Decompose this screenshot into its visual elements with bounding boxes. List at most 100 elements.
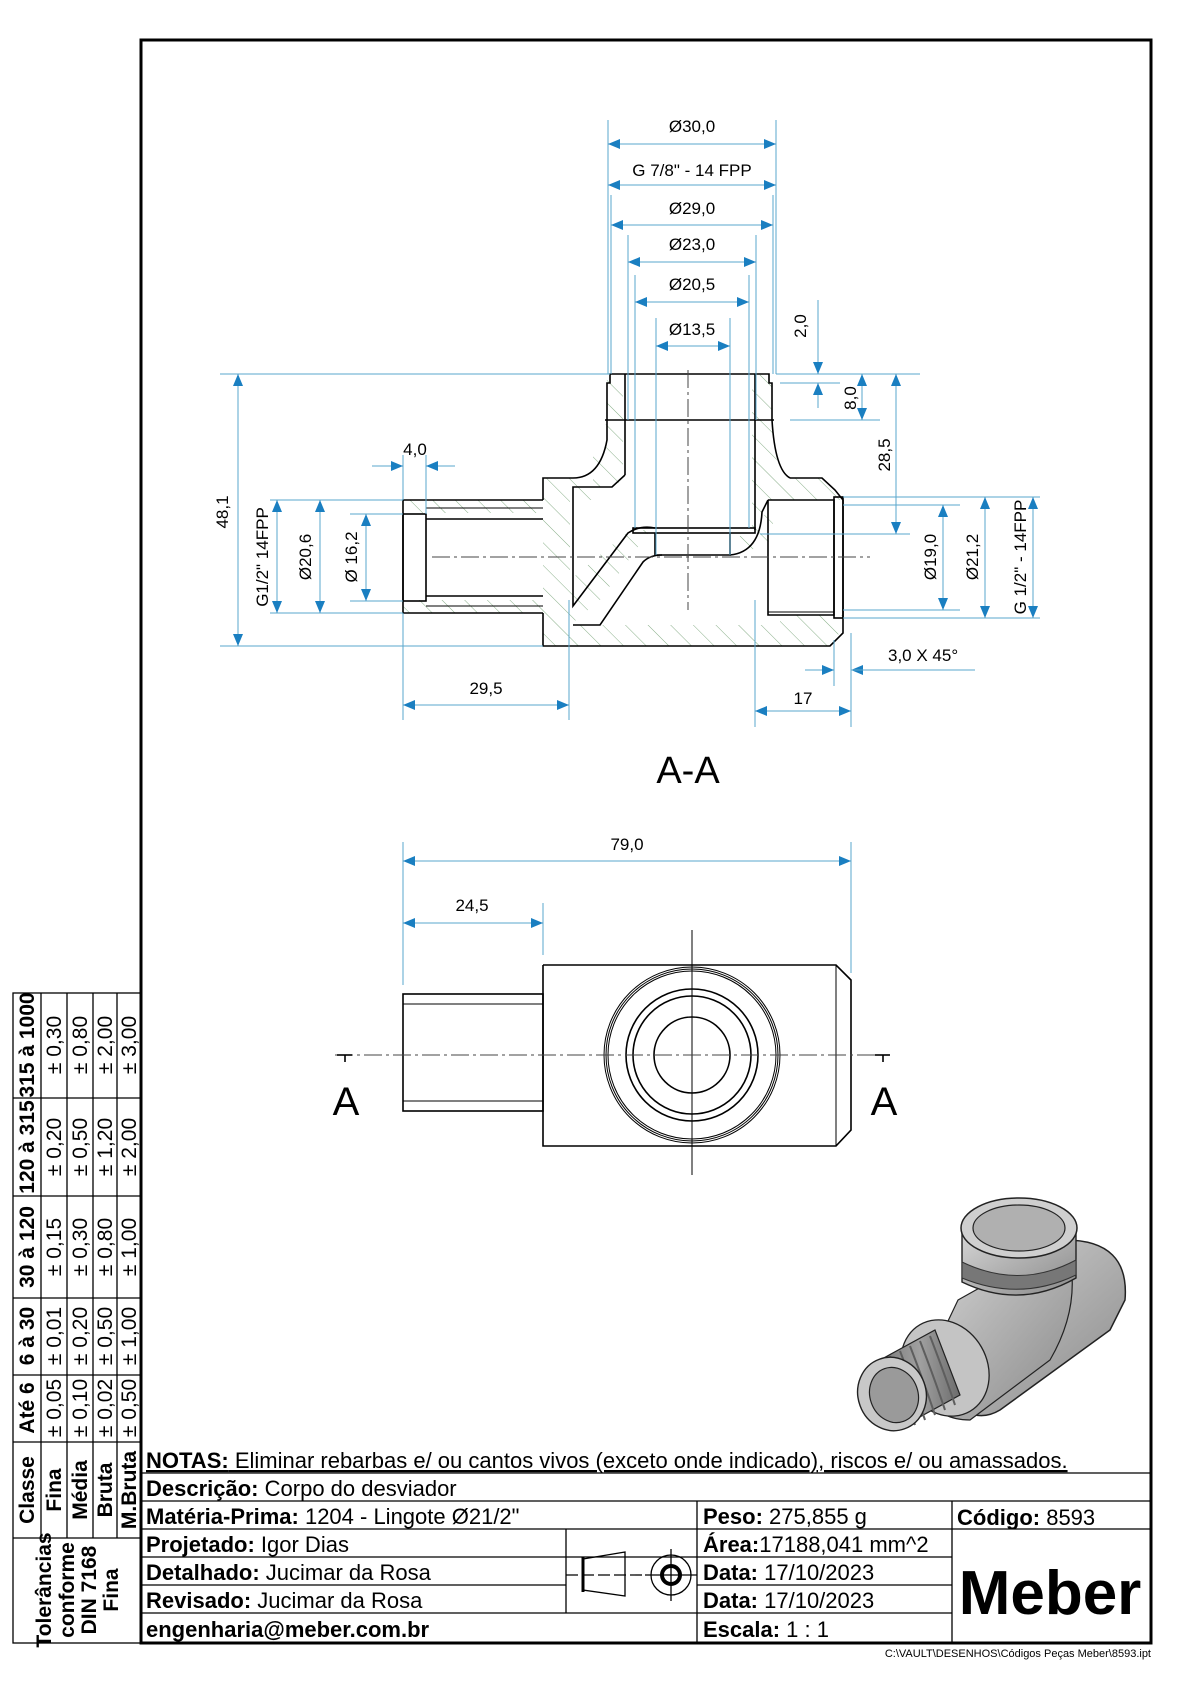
tolerance-note-line: DIN 7168 (78, 1545, 101, 1634)
area-value: 17188,041 mm^2 (759, 1532, 928, 1557)
class-header: Classe (16, 1456, 39, 1524)
tol-value: ± 0,30 (43, 1016, 66, 1074)
description-line: Descrição: Corpo do desviador (146, 1476, 457, 1501)
tolerance-table: Até 6 6 à 30 30 à 120 120 à 315 315 à 10… (12, 992, 142, 1648)
designed-line: Projetado: Igor Dias (146, 1532, 349, 1557)
tol-value: ± 0,01 (43, 1307, 66, 1365)
notes-label: NOTAS: (146, 1448, 229, 1473)
material-label: Matéria-Prima: (146, 1504, 299, 1529)
tol-value: ± 1,00 (118, 1218, 141, 1276)
range-header-2: 6 à 30 (16, 1307, 39, 1365)
tol-value: ± 0,80 (94, 1218, 117, 1276)
revised-value: Jucimar da Rosa (251, 1588, 423, 1613)
detailed-line: Detalhado: Jucimar da Rosa (146, 1560, 432, 1585)
date1-line: Data: 17/10/2023 (703, 1560, 874, 1585)
dim-w24-5: 24,5 (455, 896, 488, 915)
date2-label: Data: (703, 1588, 758, 1613)
tol-value: ± 0,20 (69, 1307, 92, 1365)
revised-line: Revisado: Jucimar da Rosa (146, 1588, 423, 1613)
code-label: Código: (957, 1505, 1040, 1530)
class-mbruta: M.Bruta (118, 1451, 141, 1529)
tol-value: ± 0,80 (69, 1016, 92, 1074)
tolerance-note-line: Fina (100, 1568, 123, 1611)
section-dimension-lines (220, 120, 1040, 727)
dim-d23: Ø23,0 (669, 235, 715, 254)
notes-line: NOTAS: Eliminar rebarbas e/ ou cantos vi… (146, 1448, 1068, 1473)
top-view: A A 79,0 24,5 (333, 835, 898, 1175)
tol-value: ± 1,00 (118, 1307, 141, 1365)
section-dimension-texts: Ø30,0 G 7/8" - 14 FPP Ø29,0 Ø23,0 Ø20,5 … (213, 117, 1030, 792)
section-hatch (403, 375, 843, 646)
tol-value: ± 0,50 (69, 1118, 92, 1176)
dim-h8: 8,0 (841, 386, 860, 410)
code-line: Código: 8593 (957, 1505, 1095, 1530)
dim-d30: Ø30,0 (669, 117, 715, 136)
range-header-4: 120 à 315 (16, 1100, 39, 1194)
date2-line: Data: 17/10/2023 (703, 1588, 874, 1613)
weight-label: Peso: (703, 1504, 763, 1529)
class-media: Média (69, 1460, 92, 1520)
detailed-label: Detalhado: (146, 1560, 260, 1585)
dim-thread-left: G1/2" 14FPP (253, 507, 272, 607)
tol-value: ± 0,15 (43, 1218, 66, 1276)
class-fina: Fina (43, 1468, 66, 1511)
section-outline (402, 370, 870, 647)
dim-w29-5: 29,5 (469, 679, 502, 698)
dim-d20-6: Ø20,6 (296, 534, 315, 580)
revised-label: Revisado: (146, 1588, 251, 1613)
range-header-1: Até 6 (16, 1382, 39, 1433)
description-value: Corpo do desviador (259, 1476, 457, 1501)
dim-h28-5: 28,5 (875, 438, 894, 471)
section-view: Ø30,0 G 7/8" - 14 FPP Ø29,0 Ø23,0 Ø20,5 … (213, 117, 1040, 792)
dim-d29: Ø29,0 (669, 199, 715, 218)
notes-text: Eliminar rebarbas e/ ou cantos vivos (ex… (229, 1448, 1068, 1473)
dim-thread-right: G 1/2" - 14FPP (1011, 500, 1030, 615)
detailed-value: Jucimar da Rosa (260, 1560, 432, 1585)
designed-value: Igor Dias (255, 1532, 349, 1557)
tol-value: ± 0,50 (94, 1307, 117, 1365)
email[interactable]: engenharia@meber.com.br (146, 1617, 430, 1642)
cut-label-left: A (333, 1080, 360, 1124)
date1-label: Data: (703, 1560, 758, 1585)
section-label: A-A (656, 750, 720, 792)
area-line: Área:17188,041 mm^2 (703, 1532, 929, 1557)
tol-value: ± 0,10 (69, 1379, 92, 1437)
dim-d21-2: Ø21,2 (963, 534, 982, 580)
file-path: C:\VAULT\DESENHOS\Códigos Peças Meber\85… (885, 1648, 1151, 1660)
date2-value: 17/10/2023 (758, 1588, 874, 1613)
tol-value: ± 0,30 (69, 1218, 92, 1276)
tolerance-note-line: Tolerâncias (33, 1532, 56, 1647)
scale-label: Escala: (703, 1617, 780, 1642)
designed-label: Projetado: (146, 1532, 255, 1557)
first-angle-projection-icon (566, 1549, 697, 1601)
dim-d20-5: Ø20,5 (669, 275, 715, 294)
tol-value: ± 0,05 (43, 1379, 66, 1437)
material-value: 1204 - Lingote Ø21/2" (299, 1504, 520, 1529)
range-header-5: 315 à 1000 (16, 992, 39, 1097)
weight-value: 275,855 g (763, 1504, 867, 1529)
tol-value: ± 1,20 (94, 1118, 117, 1176)
dim-h48-1: 48,1 (213, 495, 232, 528)
tol-value: ± 2,00 (94, 1016, 117, 1074)
class-bruta: Bruta (94, 1462, 117, 1517)
dim-chamfer: 3,0 X 45° (888, 646, 958, 665)
tolerance-note-line: conforme (56, 1542, 79, 1638)
dim-d19: Ø19,0 (921, 534, 940, 580)
tol-value: ± 2,00 (118, 1118, 141, 1176)
dim-d16-2: Ø 16,2 (342, 531, 361, 582)
dim-w79: 79,0 (610, 835, 643, 854)
tol-value: ± 0,02 (94, 1379, 117, 1437)
range-header-3: 30 à 120 (16, 1206, 39, 1288)
description-label: Descrição: (146, 1476, 259, 1501)
isometric-3d-view (856, 1197, 1127, 1432)
scale-value: 1 : 1 (780, 1617, 829, 1642)
dim-h2: 2,0 (791, 314, 810, 338)
dim-thread-top: G 7/8" - 14 FPP (632, 161, 751, 180)
tol-value: ± 3,00 (118, 1016, 141, 1074)
tol-value: ± 0,20 (43, 1118, 66, 1176)
dim-w17: 17 (794, 689, 813, 708)
dim-d13-5: Ø13,5 (669, 320, 715, 339)
date1-value: 17/10/2023 (758, 1560, 874, 1585)
title-block: NOTAS: Eliminar rebarbas e/ ou cantos vi… (141, 1448, 1151, 1643)
